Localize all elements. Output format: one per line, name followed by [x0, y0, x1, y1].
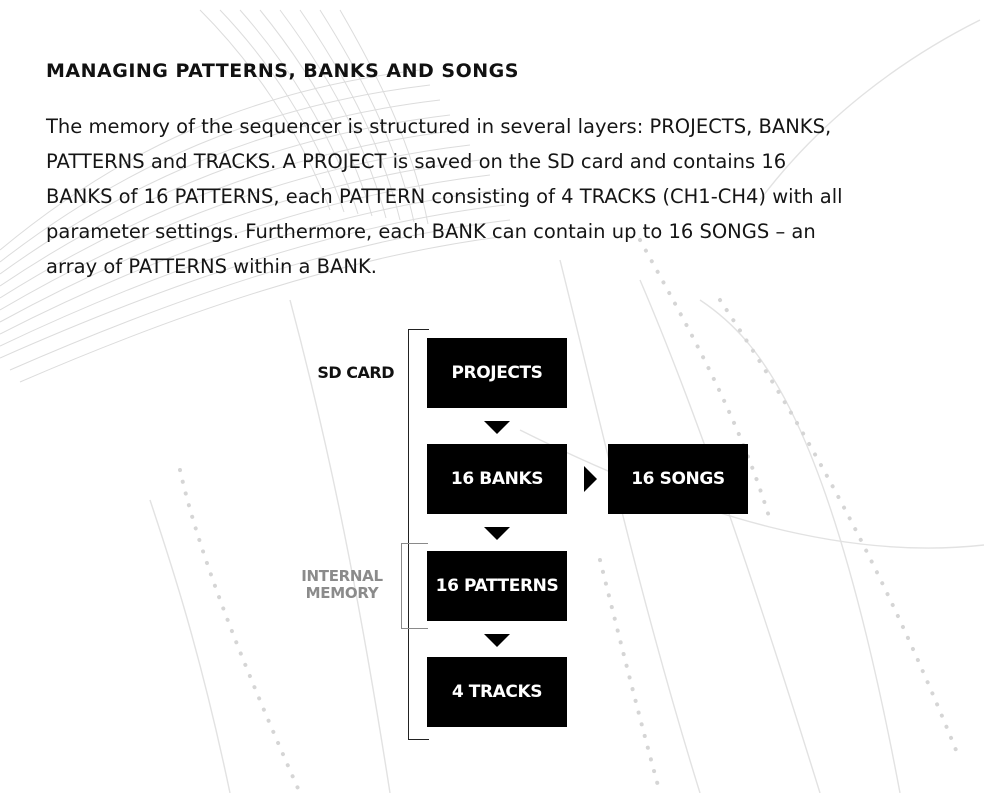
internal-memory-label-line: MEMORY [305, 584, 379, 602]
sd-card-label: SD CARD [317, 363, 394, 382]
arrow-down-icon [484, 527, 510, 540]
arrow-down-icon [484, 421, 510, 434]
internal-memory-label: INTERNAL MEMORY [270, 568, 392, 602]
patterns-node: 16 PATTERNS [427, 551, 567, 621]
internal-memory-bracket [401, 543, 428, 629]
songs-node: 16 SONGS [608, 444, 748, 514]
arrow-down-icon [484, 634, 510, 647]
sd-card-bracket [408, 329, 429, 740]
banks-node: 16 BANKS [427, 444, 567, 514]
internal-memory-label-line: INTERNAL [301, 567, 383, 585]
projects-node: PROJECTS [427, 338, 567, 408]
tracks-node: 4 TRACKS [427, 657, 567, 727]
arrow-right-icon [584, 466, 597, 492]
